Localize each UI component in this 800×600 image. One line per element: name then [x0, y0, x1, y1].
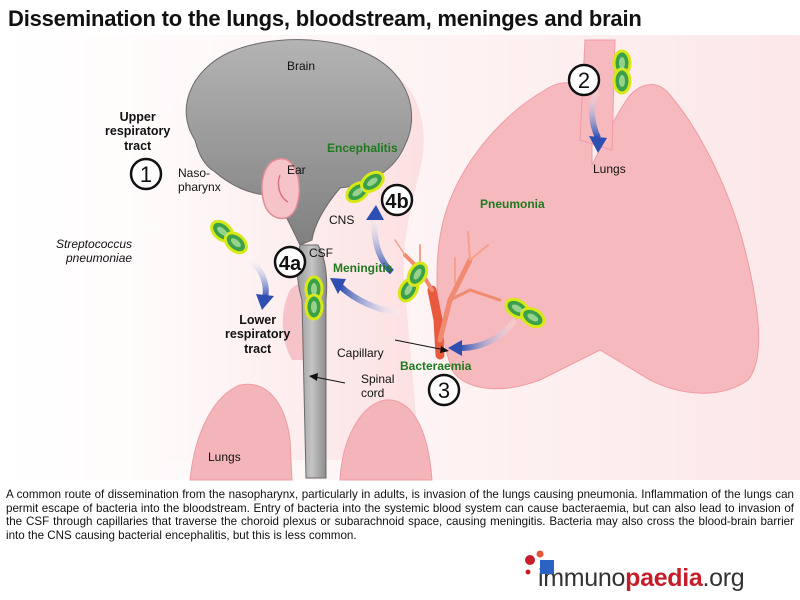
bottom-left-lung [189, 383, 293, 481]
label-streptococcus-pneumoniae: Streptococcus pneumoniae [56, 237, 133, 265]
bacteria-lung [504, 297, 546, 329]
page-title: Dissemination to the lungs, bloodstream,… [8, 6, 642, 31]
label-upper-respiratory-tract: Upper respiratory tract [105, 110, 171, 153]
step-1-circle [129, 157, 163, 191]
bottom-right-lung [339, 399, 433, 481]
step-4a-number: 4a [279, 253, 302, 275]
label-bacteraemia: Bacteraemia [400, 359, 472, 373]
arrows [246, 89, 607, 384]
step-4b-circle [380, 183, 414, 217]
step-numbers: 1 2 3 4a 4b [140, 68, 590, 403]
label-capillary: Capillary [337, 346, 384, 360]
bacteria-nasopharynx [210, 219, 248, 255]
step-3-circle [427, 373, 461, 407]
step-4b-number: 4b [385, 191, 408, 213]
label-lower-respiratory-tract: Lower respiratory tract [225, 313, 291, 356]
label-nasopharynx: Naso- pharynx [178, 166, 221, 194]
step-2-number: 2 [578, 68, 590, 93]
bacteria-upper-trachea [612, 49, 632, 95]
step-1-number: 1 [140, 162, 152, 187]
step-4a-circle [273, 245, 307, 279]
label-brain: Brain [287, 59, 316, 73]
label-ear: Ear [287, 163, 306, 177]
brain [185, 39, 413, 246]
logo-part-paedia: paedia [625, 564, 703, 592]
bacteria-cns [345, 170, 385, 204]
step-circles [129, 63, 601, 407]
label-encephalitis: Encephalitis [327, 141, 398, 155]
label-cns: CNS [329, 213, 355, 227]
label-csf: CSF [309, 246, 333, 260]
caption-text: A common route of dissemination from the… [6, 488, 794, 543]
logo-part-org: .org [702, 564, 745, 592]
ear [261, 157, 301, 220]
step-2-circle [567, 63, 601, 97]
label-lungs-right: Lungs [593, 162, 626, 176]
label-pneumonia: Pneumonia [480, 197, 545, 211]
logo-icon [525, 550, 554, 575]
step-3-number: 3 [438, 378, 450, 403]
bacteria-csf [304, 275, 324, 321]
immunopaedia-logo: immunopaedia.org [538, 564, 745, 593]
label-lungs-bottom: Lungs [208, 450, 241, 464]
label-spinal-cord: Spinal cord [361, 372, 395, 400]
bacteria-capillary [397, 261, 429, 303]
label-meningitis: Meningitis [333, 261, 393, 275]
